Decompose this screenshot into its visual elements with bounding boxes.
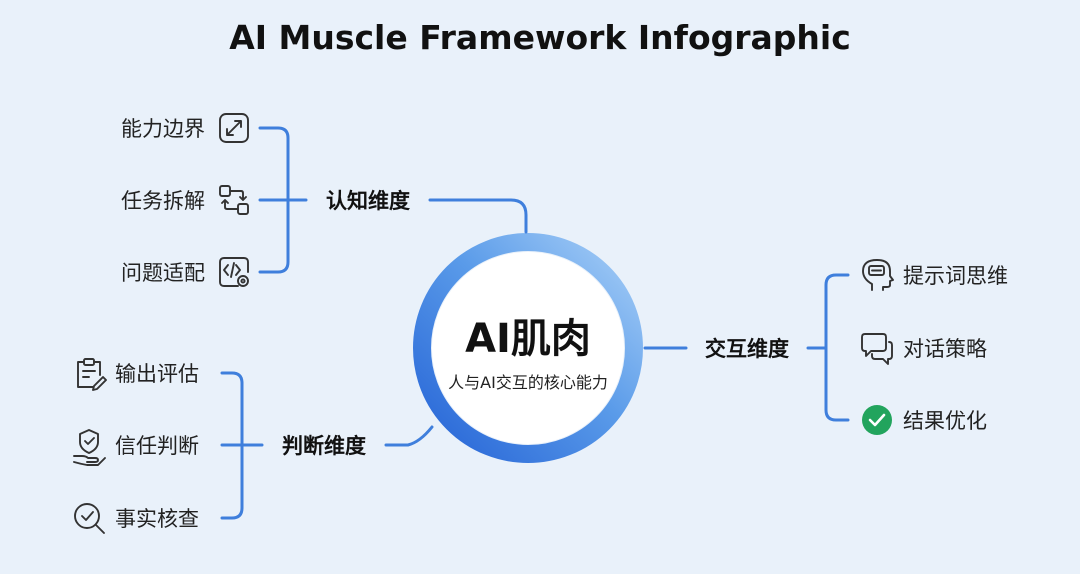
code-settings-icon <box>219 257 249 287</box>
category-interaction: 交互维度 <box>705 337 789 361</box>
leaf-problem-fit: 问题适配 <box>121 261 205 285</box>
center-subtitle: 人与AI交互的核心能力 <box>448 373 608 392</box>
clipboard-edit-icon <box>77 358 107 391</box>
judgment-connectors <box>220 371 434 520</box>
workflow-icon <box>219 185 249 215</box>
leaf-task-decomposition: 任务拆解 <box>121 189 205 213</box>
expand-arrows-icon <box>219 113 249 143</box>
check-circle-icon <box>862 405 892 435</box>
cognitive-to-center-connector <box>428 198 528 234</box>
search-check-icon <box>74 503 105 534</box>
judgment-to-center-connector <box>384 425 434 447</box>
center-disc <box>432 252 624 444</box>
infographic-title: AI Muscle Framework Infographic <box>229 18 851 57</box>
category-judgment: 判断维度 <box>282 434 366 458</box>
category-cognitive: 认知维度 <box>326 189 410 213</box>
center-ring <box>413 233 643 463</box>
chat-bubbles-icon <box>861 333 893 365</box>
leaf-capability-boundary: 能力边界 <box>121 117 205 141</box>
interaction-connectors <box>643 273 850 422</box>
leaf-output-evaluation: 输出评估 <box>115 362 199 386</box>
leaf-trust-judgment: 信任判断 <box>115 434 199 458</box>
cognitive-connectors <box>258 126 528 274</box>
leaf-prompt-thinking: 提示词思维 <box>903 264 1008 288</box>
leaf-dialogue-strategy: 对话策略 <box>903 337 987 361</box>
center-title: AI肌肉 <box>465 316 591 362</box>
head-chat-icon <box>862 259 894 291</box>
leaf-fact-checking: 事实核查 <box>115 507 199 531</box>
shield-hand-icon <box>73 429 106 466</box>
interaction-bracket <box>824 273 850 422</box>
center-node: AI肌肉 人与AI交互的核心能力 <box>413 233 643 463</box>
leaf-result-optimization: 结果优化 <box>903 409 987 433</box>
